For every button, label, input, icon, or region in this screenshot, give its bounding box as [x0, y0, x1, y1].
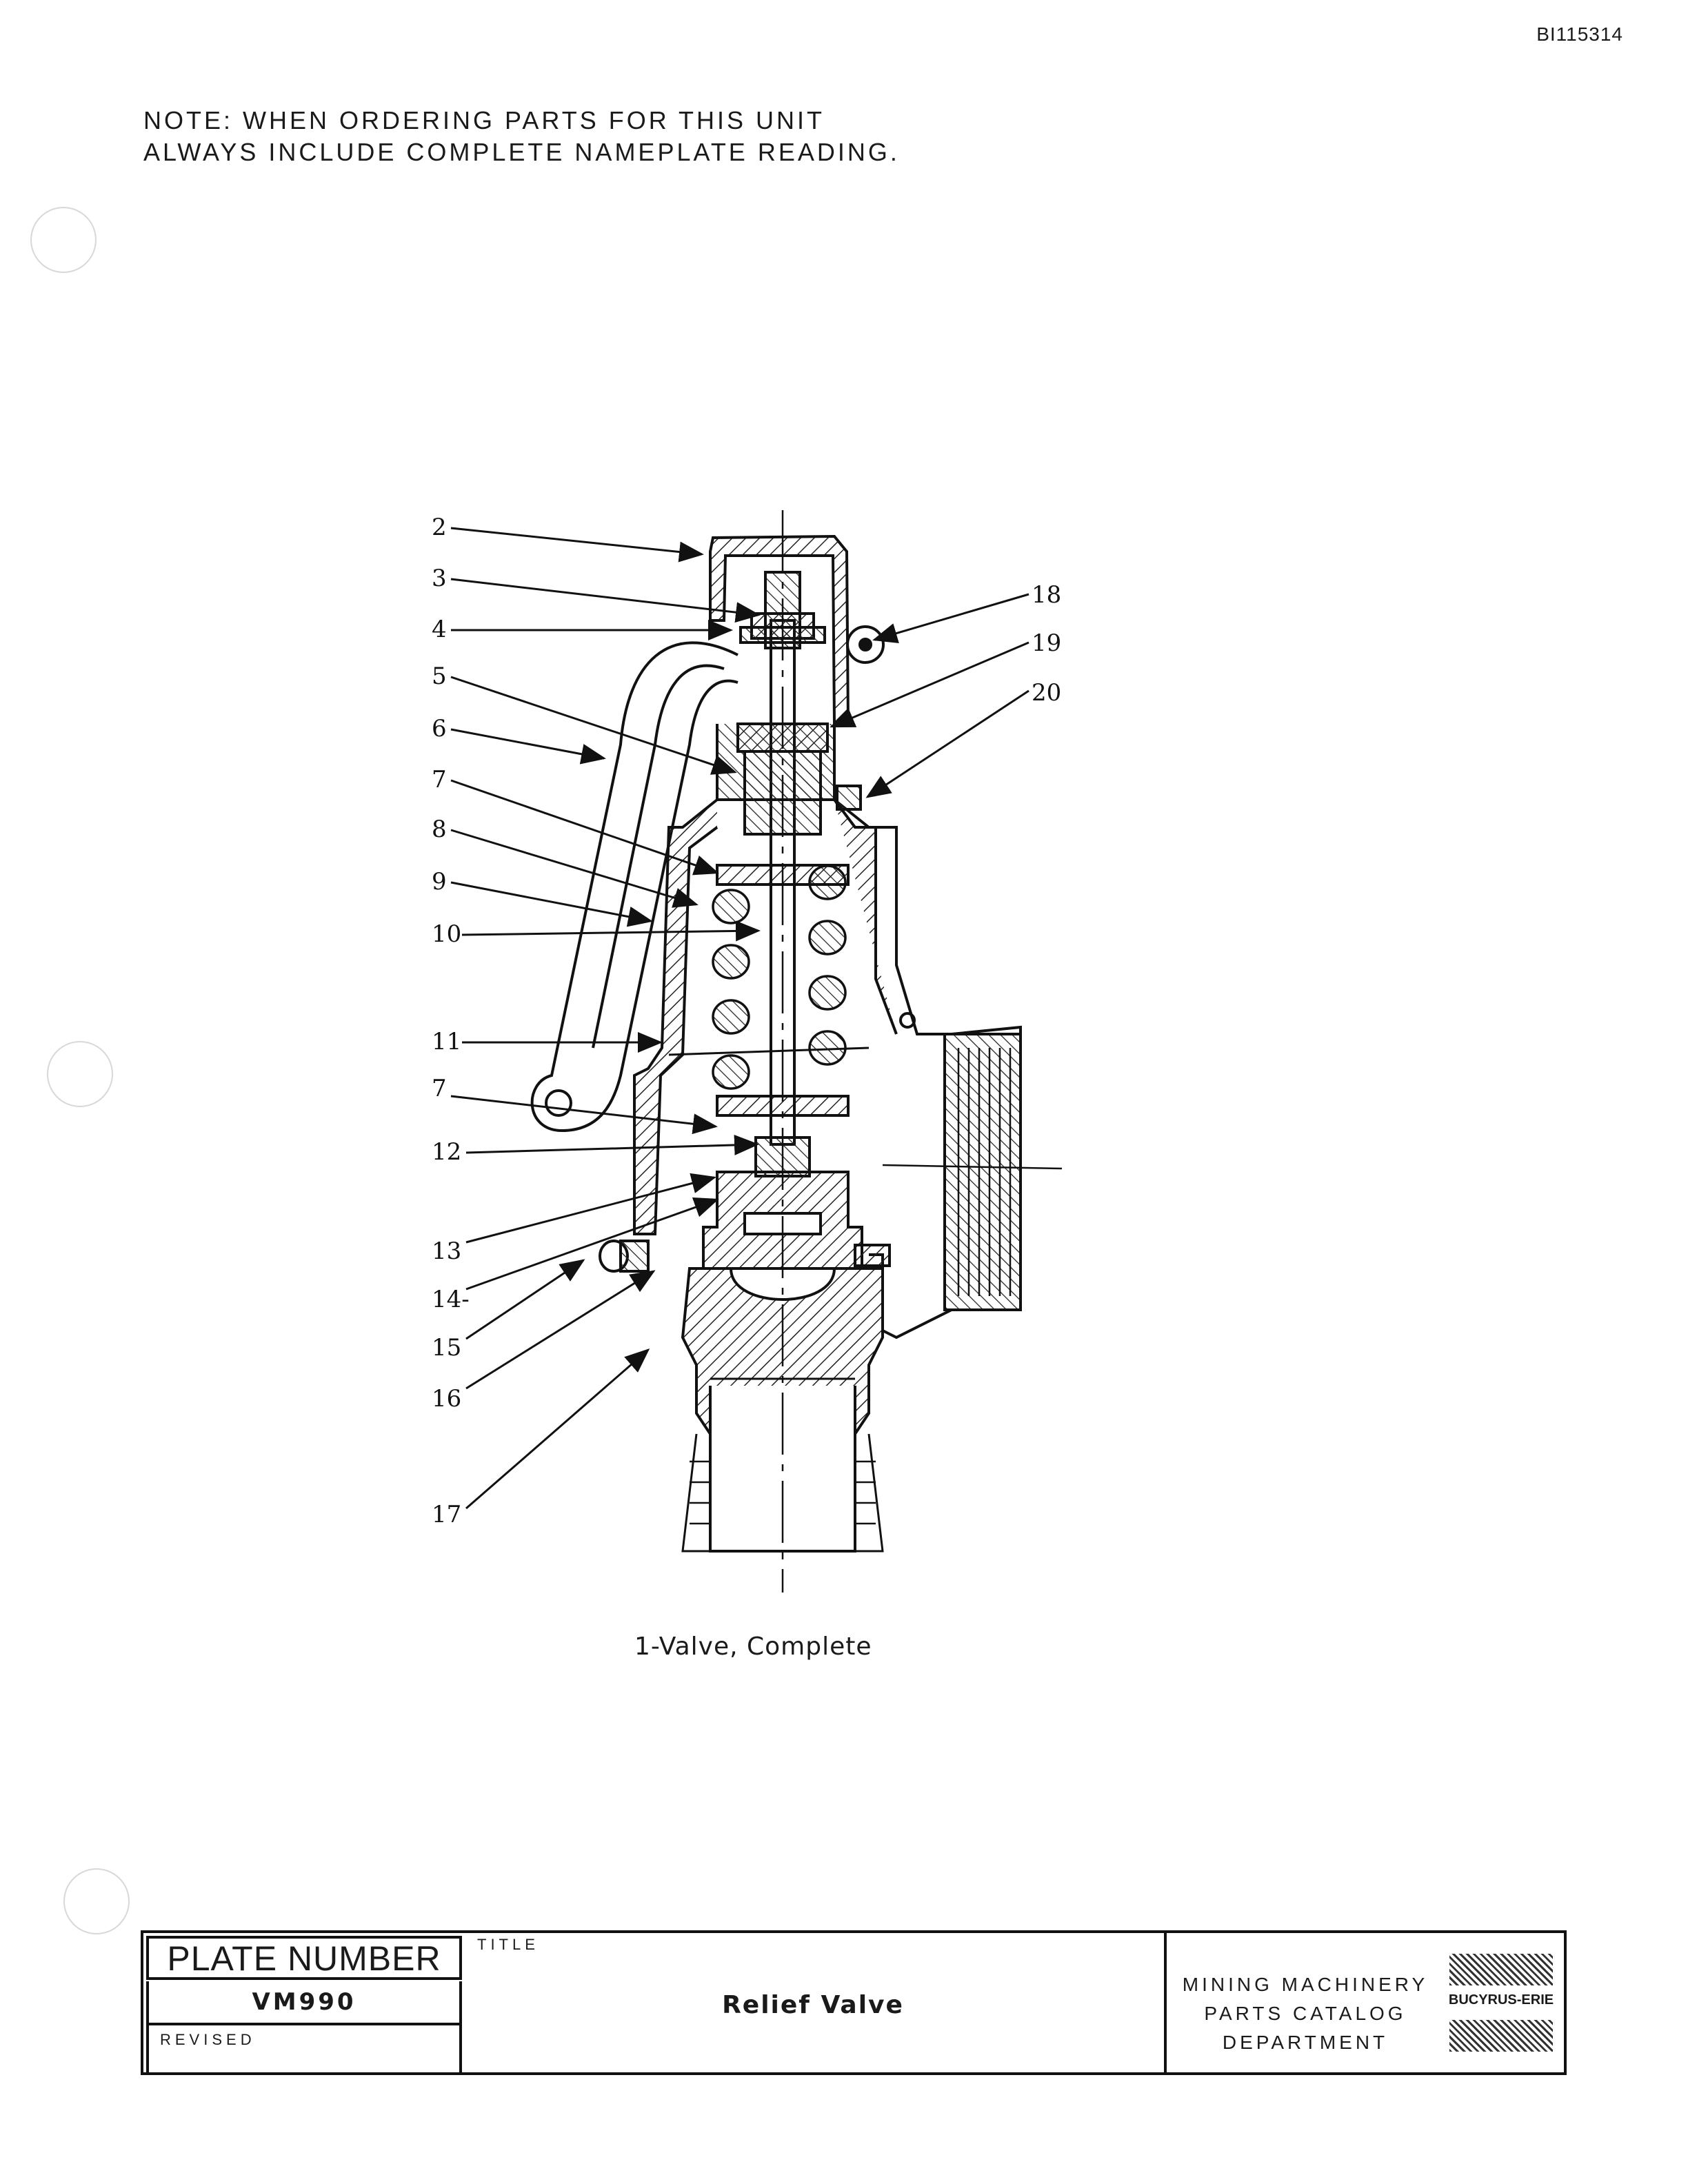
callout-18: 18	[1032, 581, 1061, 609]
ordering-note: NOTE: WHEN ORDERING PARTS FOR THIS UNIT …	[143, 105, 900, 168]
department-cell: MINING MACHINERY PARTS CATALOG DEPARTMEN…	[1167, 1933, 1564, 2072]
callout-4: 4	[432, 616, 447, 643]
punch-hole	[30, 207, 97, 273]
plate-number-label: PLATE NUMBER	[146, 1936, 462, 1980]
callout-11: 11	[432, 1028, 461, 1055]
department-line-2: PARTS CATALOG	[1204, 2003, 1407, 2024]
department-line-1: MINING MACHINERY	[1182, 1974, 1429, 1995]
callout-7-lower: 7	[432, 1075, 447, 1102]
department-line-3: DEPARTMENT	[1222, 2032, 1389, 2053]
company-logo: BUCYRUS-ERIE	[1444, 1954, 1558, 2057]
punch-hole	[63, 1868, 130, 1934]
document-title: Relief Valve	[722, 1991, 904, 2019]
logo-pattern-bottom	[1449, 2020, 1553, 2052]
punch-hole	[47, 1041, 113, 1107]
callout-10: 10	[432, 920, 461, 948]
callout-20: 20	[1032, 679, 1061, 707]
title-block: PLATE NUMBER VM990 REVISED TITLE Relief …	[141, 1930, 1567, 2075]
callout-6: 6	[432, 715, 447, 742]
title-column: TITLE Relief Valve	[462, 1933, 1167, 2072]
callout-15: 15	[432, 1334, 461, 1362]
logo-pattern-top	[1449, 1954, 1553, 1985]
department-text: MINING MACHINERY PARTS CATALOG DEPARTMEN…	[1174, 1970, 1437, 2057]
callout-5: 5	[432, 663, 447, 690]
revised-label: REVISED	[146, 2025, 462, 2072]
document-id: BI115314	[1536, 23, 1623, 45]
relief-valve-drawing: 2 3 4 5 6 7 8 9 10 11 7 12 13 14- 15 16 …	[432, 510, 1063, 1593]
title-label: TITLE	[477, 1936, 539, 1953]
drawing-caption: 1-Valve, Complete	[634, 1632, 872, 1661]
callout-2: 2	[432, 514, 447, 541]
logo-text: BUCYRUS-ERIE	[1448, 1992, 1554, 2008]
ordering-note-line-2: ALWAYS INCLUDE COMPLETE NAMEPLATE READIN…	[143, 138, 900, 166]
callout-8: 8	[432, 816, 447, 843]
callout-17: 17	[432, 1501, 461, 1528]
callout-19: 19	[1032, 629, 1061, 657]
callout-12: 12	[432, 1138, 461, 1166]
callout-9: 9	[432, 868, 447, 896]
valve-outline	[530, 510, 1063, 1593]
callout-13: 13	[432, 1237, 461, 1265]
ordering-note-line-1: NOTE: WHEN ORDERING PARTS FOR THIS UNIT	[143, 106, 825, 134]
callout-3: 3	[432, 565, 447, 592]
callout-14: 14-	[432, 1286, 470, 1313]
callout-7-upper: 7	[432, 766, 447, 793]
callout-leaders	[450, 527, 1029, 1510]
plate-number-value: VM990	[146, 1981, 462, 2025]
callout-16: 16	[432, 1385, 461, 1413]
